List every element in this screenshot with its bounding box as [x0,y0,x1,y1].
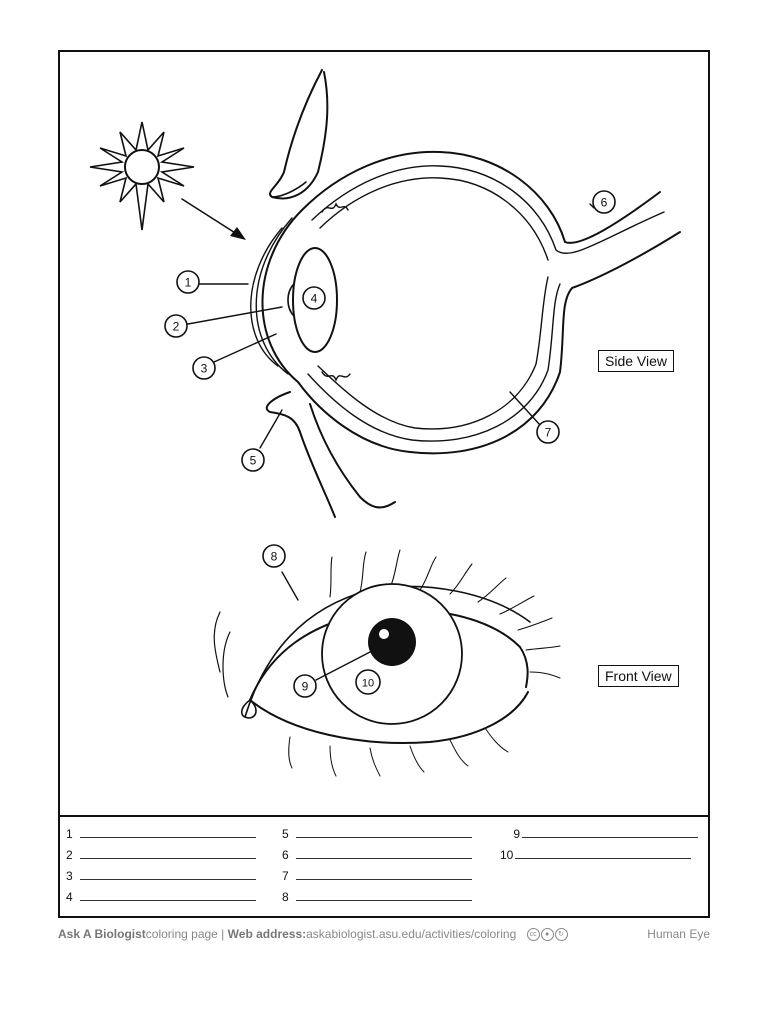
callout-2: 2 [164,314,188,338]
callout-3: 3 [192,356,216,380]
eye-diagram: 1 2 3 4 5 6 7 8 9 10 [89,69,681,777]
callout-4: 4 [302,286,326,310]
answer-6[interactable]: 6 [282,848,472,862]
callout-10: 10 [355,669,381,695]
svg-text:5: 5 [250,454,257,468]
answer-line[interactable] [80,848,256,859]
svg-text:4: 4 [311,292,318,306]
side-view-label: Side View [598,350,675,372]
license-icons: cc●↻ [526,927,568,942]
callout-9: 9 [293,674,317,698]
web-address-url[interactable]: askabiologist.asu.edu/activities/colorin… [306,927,517,941]
answer-4[interactable]: 4 [66,890,256,904]
brand-name: Ask A Biologist [58,927,146,941]
svg-text:6: 6 [601,196,608,210]
answer-line[interactable] [296,890,472,901]
answer-line[interactable] [80,869,256,880]
answer-1[interactable]: 1 [66,827,256,841]
svg-text:9: 9 [302,680,309,694]
answer-line[interactable] [522,827,698,838]
sa-icon: ↻ [554,928,568,942]
answer-7[interactable]: 7 [282,869,472,883]
answer-section: 1 2 3 4 5 6 7 8 9 10 [60,815,708,916]
page-type: coloring page | [145,927,225,941]
by-icon: ● [540,928,554,942]
svg-text:3: 3 [201,362,208,376]
answer-5[interactable]: 5 [282,827,472,841]
answer-2[interactable]: 2 [66,848,256,862]
answer-line[interactable] [515,848,692,859]
callout-6: 6 [592,190,616,214]
front-view-label: Front View [598,665,679,687]
svg-text:7: 7 [545,426,552,440]
worksheet-frame: 1 2 3 4 5 6 7 8 9 10 Side View Front Vie… [58,50,710,918]
light-arrow-icon [181,198,246,240]
answer-line[interactable] [296,848,472,859]
svg-text:10: 10 [362,678,374,690]
svg-text:8: 8 [271,550,278,564]
answer-9[interactable]: 9 [506,827,698,841]
callout-8: 8 [262,544,286,568]
callout-7: 7 [536,420,560,444]
front-view-eye [213,549,561,777]
svg-text:2: 2 [173,320,180,334]
sun-icon [89,121,195,231]
cc-icon: cc [526,928,540,942]
footer: Ask A Biologistcoloring page | Web addre… [58,927,710,945]
side-view-eye [187,69,681,518]
answer-line[interactable] [80,890,256,901]
worksheet-title: Human Eye [647,927,710,941]
callout-1: 1 [176,270,200,294]
answer-line[interactable] [80,827,256,838]
answer-line[interactable] [296,869,472,880]
callout-5: 5 [241,448,265,472]
svg-text:1: 1 [185,276,192,290]
answer-10[interactable]: 10 [500,848,692,862]
answer-3[interactable]: 3 [66,869,256,883]
web-address-label: Web address: [227,927,307,941]
answer-8[interactable]: 8 [282,890,472,904]
answer-line[interactable] [296,827,472,838]
